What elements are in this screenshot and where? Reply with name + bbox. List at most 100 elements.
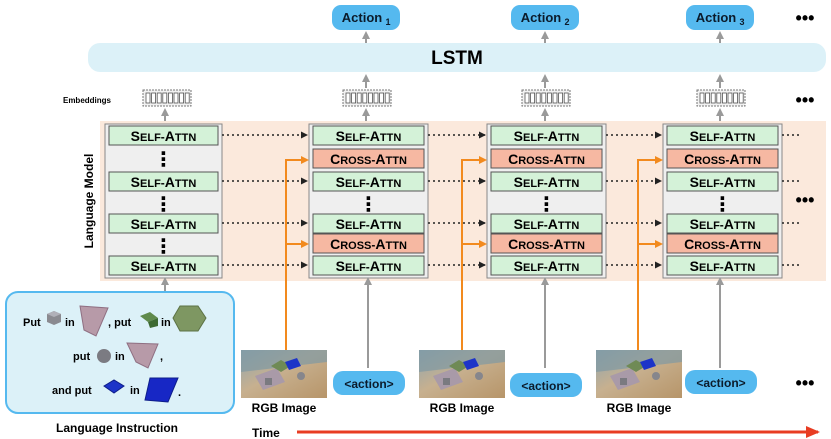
action-2-label: Action <box>521 10 562 25</box>
lstm-label: LSTM <box>431 48 483 69</box>
action-token-3: <action> <box>685 370 757 394</box>
action-3-label: Action <box>696 10 737 25</box>
self-attn-block-2-0 <box>490 125 603 146</box>
cross-attn-label-3-5: CROSS-ATTN <box>684 236 761 252</box>
self-attn-block-1-0 <box>312 125 425 146</box>
instruction-caption: Language Instruction <box>56 421 178 435</box>
cross-attn-block-1-5 <box>312 233 425 254</box>
instr-l1-b: in <box>65 317 75 329</box>
self-attn-block-3-2 <box>666 171 779 192</box>
rgb-image-label-2: RGB Image <box>430 401 495 415</box>
lstm-box <box>88 43 826 72</box>
cross-attn-block-3-5 <box>666 233 779 254</box>
action-token-2: <action> <box>510 373 582 397</box>
action-2-subscript: 2 <box>564 17 569 27</box>
dotted-connections <box>222 131 800 269</box>
instr-l1-c: , put <box>108 317 132 329</box>
cross-attn-label-2-5: CROSS-ATTN <box>508 236 585 252</box>
action-token-1-label: <action> <box>344 377 393 391</box>
instr-l3-a: and put <box>52 385 92 397</box>
embedding-vector-2 <box>521 89 571 107</box>
embedding-vector-0 <box>142 89 192 107</box>
rgb3-to-cross-top <box>637 156 663 350</box>
rgb-image-label-1: RGB Image <box>252 401 317 415</box>
self-attn-label-3-0: SELF-ATTN <box>690 128 756 144</box>
sphere-icon <box>97 349 111 363</box>
self-attn-label-3-2: SELF-ATTN <box>690 174 756 190</box>
embedding-vector-1 <box>342 89 392 107</box>
instr-l1-d: in <box>161 317 171 329</box>
language-model-label: Language Model <box>82 154 96 249</box>
self-attn-block-0-6 <box>108 255 219 276</box>
action-1-subscript: 1 <box>385 17 390 27</box>
instr-l2-b: in <box>115 351 125 363</box>
lm-column-0: SELF-ATTN⋮SELF-ATTN⋮SELF-ATTN⋮SELF-ATTN <box>104 123 223 279</box>
self-attn-block-0-0 <box>108 125 219 146</box>
self-attn-label-2-2: SELF-ATTN <box>514 174 580 190</box>
self-attn-label-1-6: SELF-ATTN <box>336 258 402 274</box>
self-attn-block-1-2 <box>312 171 425 192</box>
self-attn-block-2-4 <box>490 213 603 234</box>
instr-l3-c: . <box>178 387 181 399</box>
instr-l1-a: Put <box>23 317 41 329</box>
ellipsis-lm: ••• <box>796 190 815 210</box>
action-3-subscript: 3 <box>739 17 744 27</box>
cross-attn-block-2-1 <box>490 148 603 169</box>
action-3-box: Action 3 <box>686 5 754 30</box>
action-1-box: Action 1 <box>332 5 400 30</box>
self-attn-block-0-4 <box>108 213 219 234</box>
self-attn-block-0-2 <box>108 171 219 192</box>
action-1-label: Action <box>342 10 383 25</box>
blue-block-icon <box>103 379 125 394</box>
self-attn-label-2-6: SELF-ATTN <box>514 258 580 274</box>
action-token-3-label: <action> <box>696 376 745 390</box>
instr-l2-a: put <box>73 351 90 363</box>
cross-attn-label-3-1: CROSS-ATTN <box>684 151 761 167</box>
blue-triangle-icon <box>144 377 179 403</box>
vdots-3-3: ⋮ <box>713 192 733 216</box>
embedding-vector-3 <box>696 89 746 107</box>
time-label: Time <box>252 426 280 439</box>
cube-icon <box>47 311 61 325</box>
vdots-0-3: ⋮ <box>154 192 174 216</box>
vdots-2-3: ⋮ <box>537 192 557 216</box>
self-attn-block-2-2 <box>490 171 603 192</box>
instr-l3-b: in <box>130 385 140 397</box>
vdots-1-3: ⋮ <box>359 192 379 216</box>
cross-attn-block-3-1 <box>666 148 779 169</box>
self-attn-label-3-4: SELF-ATTN <box>690 216 756 232</box>
self-attn-label-3-6: SELF-ATTN <box>690 258 756 274</box>
cross-attn-label-1-5: CROSS-ATTN <box>330 236 407 252</box>
rgb-image-1: RGB Image <box>241 350 327 415</box>
ellipsis-top: ••• <box>796 8 815 28</box>
ellipsis-embeddings: ••• <box>796 90 815 110</box>
pyramid-icon-2 <box>126 342 159 369</box>
cross-attn-block-2-5 <box>490 233 603 254</box>
self-attn-label-1-0: SELF-ATTN <box>336 128 402 144</box>
cross-attn-label-1-1: CROSS-ATTN <box>330 151 407 167</box>
self-attn-block-1-6 <box>312 255 425 276</box>
green-block-icon <box>140 312 158 328</box>
vdots-0-1: ⋮ <box>154 147 174 171</box>
vdots-0-5: ⋮ <box>154 234 174 258</box>
self-attn-block-3-4 <box>666 213 779 234</box>
action-2-box: Action 2 <box>511 5 579 30</box>
self-attn-label-2-4: SELF-ATTN <box>514 216 580 232</box>
self-attn-block-3-0 <box>666 125 779 146</box>
lm-column-3: SELF-ATTNCROSS-ATTNSELF-ATTN⋮SELF-ATTNCR… <box>662 123 783 279</box>
self-attn-block-1-4 <box>312 213 425 234</box>
svg-text:Action: Action <box>342 10 383 25</box>
instr-l2-c: , <box>160 351 163 363</box>
embeddings-vectors <box>142 89 746 107</box>
self-attn-label-2-0: SELF-ATTN <box>514 128 580 144</box>
pyramid-icon <box>79 305 109 337</box>
action-token-1: <action> <box>333 371 405 395</box>
self-attn-label-0-4: SELF-ATTN <box>131 216 197 232</box>
cross-attn-block-1-1 <box>312 148 425 169</box>
self-attn-label-0-6: SELF-ATTN <box>131 258 197 274</box>
self-attn-label-0-0: SELF-ATTN <box>131 128 197 144</box>
rgb-image-3: RGB Image <box>596 350 682 415</box>
rgb-image-2: RGB Image <box>419 350 505 415</box>
